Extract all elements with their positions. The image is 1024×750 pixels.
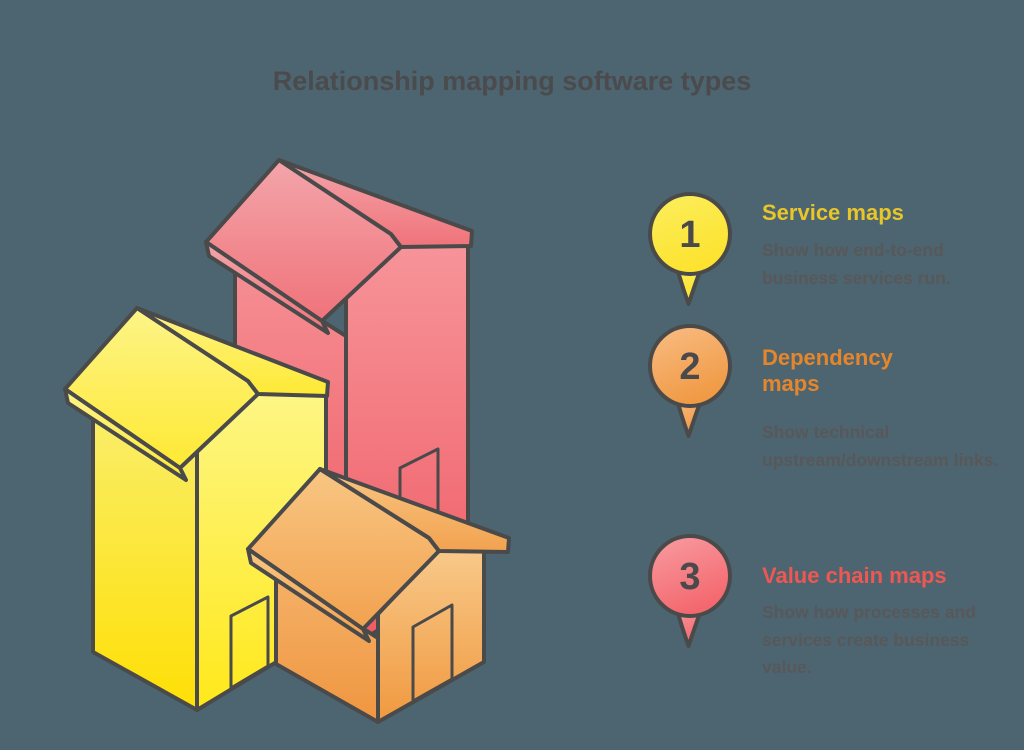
orange-house	[246, 467, 511, 724]
item-1-description: Show how end-to-end business services ru…	[762, 240, 951, 288]
pin-circle	[648, 324, 732, 408]
pin-marker-2: 2	[640, 322, 740, 454]
houses-illustration	[63, 158, 511, 724]
pin-marker-1: 1	[640, 190, 740, 322]
item-2-heading: Dependency maps	[762, 345, 893, 396]
orange-house-roof-ridge-band	[318, 467, 511, 554]
item-3-description: Show how processes and services create b…	[762, 602, 976, 677]
item-1-heading: Service maps	[762, 200, 904, 225]
red-house-roof-ridge-band	[277, 158, 474, 249]
orange-house-door	[411, 603, 454, 703]
pin-number: 3	[679, 556, 700, 598]
pin-circle	[648, 534, 732, 618]
pin-circle	[648, 192, 732, 276]
pin-marker-3: 3	[640, 532, 740, 664]
orange-house-roof-fascia	[246, 547, 371, 643]
pin-number: 1	[679, 214, 700, 256]
item-2-description: Show technical upstream/downstream links…	[762, 422, 999, 470]
pin-number: 2	[679, 346, 700, 388]
yellow-house-door	[229, 595, 270, 690]
red-house-roof-fascia	[204, 240, 330, 335]
page-title: Relationship mapping software types	[272, 66, 752, 96]
item-3-heading: Value chain maps	[762, 563, 947, 588]
yellow-house-roof-ridge-band	[135, 306, 330, 398]
yellow-house-roof-fascia	[63, 387, 188, 482]
